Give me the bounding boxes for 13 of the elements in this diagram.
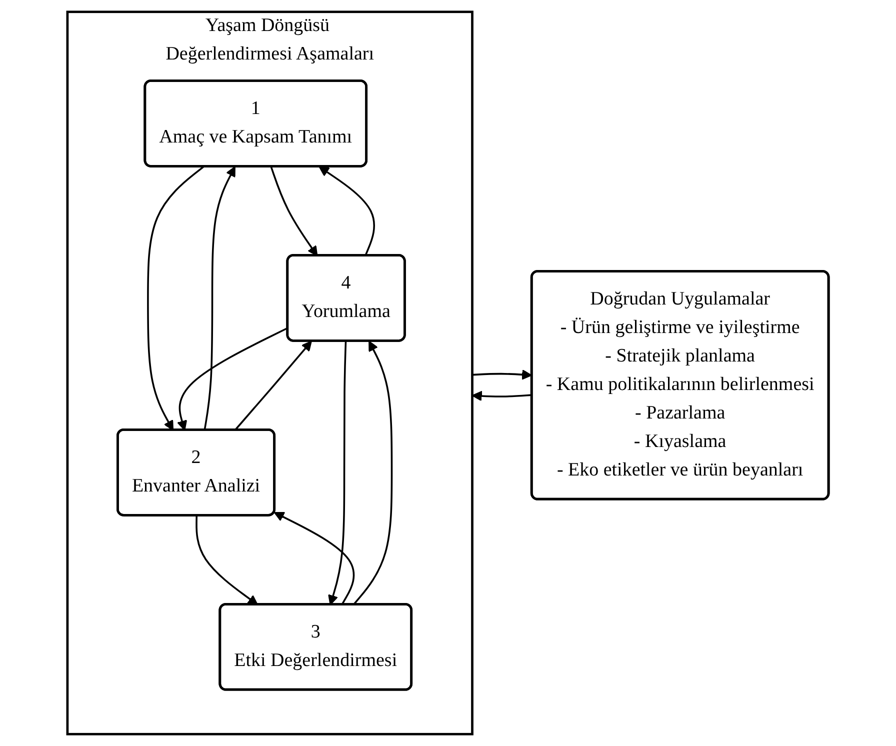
arrow <box>204 166 236 430</box>
arrow <box>318 166 375 256</box>
arrow <box>234 340 312 431</box>
arrow <box>274 512 355 606</box>
arrow <box>147 166 204 431</box>
arrow <box>196 516 258 606</box>
arrow <box>328 341 347 606</box>
arrow <box>472 369 532 380</box>
arrow <box>177 327 288 431</box>
arrow <box>472 390 532 402</box>
arrow <box>270 166 318 256</box>
arrow <box>352 340 393 606</box>
cluster <box>66 10 474 736</box>
